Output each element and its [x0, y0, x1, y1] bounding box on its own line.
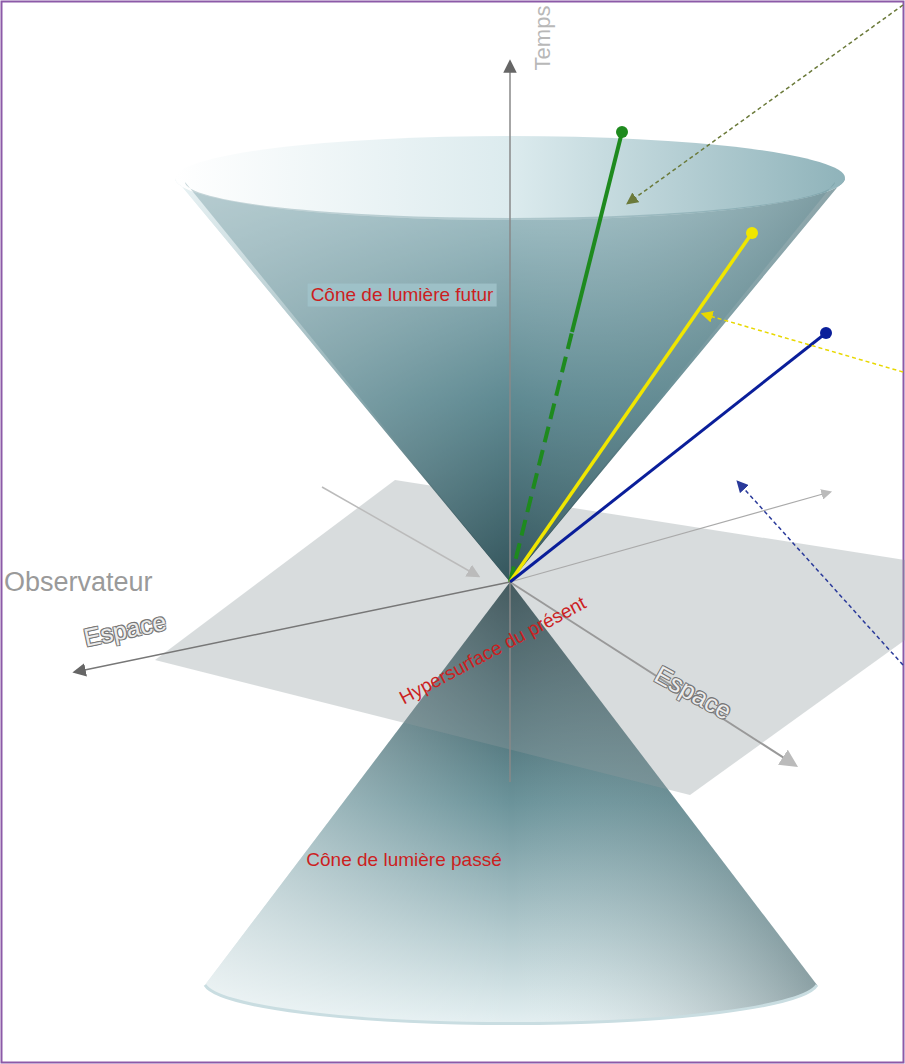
axis-label: Espace — [650, 661, 736, 725]
axis-label: Temps — [531, 6, 555, 71]
region-label: Cône de lumière futur — [308, 284, 497, 307]
region-label: Cône de lumière passé — [306, 850, 501, 871]
axis-label: Espace — [81, 608, 168, 652]
region-label: Hypersurface du présent — [396, 593, 590, 709]
observer-label: Observateur — [4, 568, 153, 598]
